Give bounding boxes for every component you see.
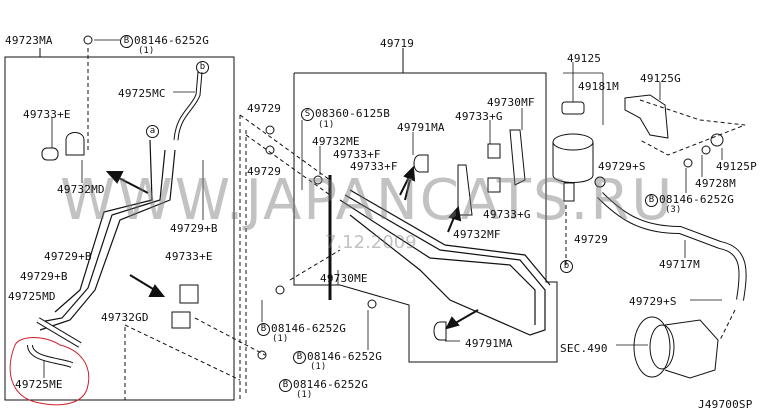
bolt-b-icon: B bbox=[257, 323, 270, 336]
part-label[interactable]: 49125G bbox=[640, 72, 681, 85]
connector-a-marker: a bbox=[146, 125, 160, 138]
part-label[interactable]: 49729 bbox=[574, 233, 609, 246]
part-label[interactable]: 49723MA bbox=[5, 34, 53, 47]
part-label[interactable]: 49725MD bbox=[8, 290, 56, 303]
part-label[interactable]: 49729+S bbox=[629, 295, 677, 308]
part-label[interactable]: 49729 bbox=[247, 102, 282, 115]
screw-s-icon: S bbox=[301, 108, 314, 121]
bolt-b-icon: B bbox=[293, 351, 306, 364]
bolt-part-number: 08146-6252G bbox=[271, 322, 347, 335]
part-label[interactable]: 49733+G bbox=[483, 208, 531, 221]
quantity: (1) bbox=[272, 334, 289, 344]
part-label[interactable]: 49733+E bbox=[23, 108, 71, 121]
reservoir-drawing bbox=[552, 101, 594, 202]
connector-b-marker: b bbox=[560, 260, 574, 273]
quantity: (1) bbox=[310, 362, 327, 372]
part-label[interactable]: 49725MC bbox=[118, 87, 166, 100]
part-label[interactable]: 49125P bbox=[716, 160, 757, 173]
quantity: (3) bbox=[665, 205, 682, 215]
bolt-b-icon: B bbox=[645, 194, 658, 207]
bolt-part-number: 08146-6252G bbox=[134, 34, 210, 47]
part-label[interactable]: 49732MD bbox=[57, 183, 105, 196]
bolt-part-number: 08146-6252G bbox=[307, 350, 383, 363]
group-box-49719 bbox=[293, 72, 558, 363]
part-label[interactable]: 49729 bbox=[247, 165, 282, 178]
watermark-site: WWW.JAPANCATS.RU bbox=[60, 168, 675, 233]
part-label[interactable]: 49791MA bbox=[465, 337, 513, 350]
section-reference[interactable]: SEC.490 bbox=[560, 342, 608, 355]
part-label[interactable]: 49181M bbox=[578, 80, 619, 93]
group-box-49723MA bbox=[4, 56, 235, 401]
part-label[interactable]: 49729+B bbox=[44, 250, 92, 263]
part-label[interactable]: 49732GD bbox=[101, 311, 149, 324]
part-label[interactable]: 49730MF bbox=[487, 96, 535, 109]
part-label[interactable]: 49719 bbox=[380, 37, 415, 50]
bolt-part-number: 08146-6252G bbox=[659, 193, 735, 206]
part-label[interactable]: 49729+B bbox=[20, 270, 68, 283]
watermark-date: 7.12.2009 bbox=[325, 232, 417, 253]
part-label[interactable]: 49729+S bbox=[598, 160, 646, 173]
part-label[interactable]: 49733+E bbox=[165, 250, 213, 263]
screw-part-number: 08360-6125B bbox=[315, 107, 391, 120]
part-label[interactable]: 49728M bbox=[695, 177, 736, 190]
power-steering-pump-drawing bbox=[633, 316, 719, 379]
part-label[interactable]: 49733+F bbox=[333, 148, 381, 161]
circle-b-icon: b bbox=[196, 61, 209, 74]
part-label[interactable]: 49733+G bbox=[455, 110, 503, 123]
part-label[interactable]: 49730ME bbox=[320, 272, 368, 285]
quantity: (1) bbox=[138, 46, 155, 56]
connector-b-marker: b bbox=[196, 61, 210, 74]
bolt-part-number: 08146-6252G bbox=[293, 378, 369, 391]
part-label[interactable]: 49717M bbox=[659, 258, 700, 271]
part-label[interactable]: 49733+F bbox=[350, 160, 398, 173]
circle-a-icon: a bbox=[146, 125, 159, 138]
part-label[interactable]: 49125 bbox=[567, 52, 602, 65]
circle-b-icon: b bbox=[560, 260, 573, 273]
diagram-code: J49700SP bbox=[698, 398, 753, 410]
part-label[interactable]: 49729+B bbox=[170, 222, 218, 235]
bolt-b-icon: B bbox=[120, 35, 133, 48]
part-label[interactable]: 49791MA bbox=[397, 121, 445, 134]
part-label[interactable]: 49732MF bbox=[453, 228, 501, 241]
part-label[interactable]: 49732ME bbox=[312, 135, 360, 148]
quantity: (1) bbox=[296, 390, 313, 400]
part-label[interactable]: 49725ME bbox=[15, 378, 63, 391]
quantity: (1) bbox=[318, 120, 335, 130]
bolt-b-icon: B bbox=[279, 379, 292, 392]
